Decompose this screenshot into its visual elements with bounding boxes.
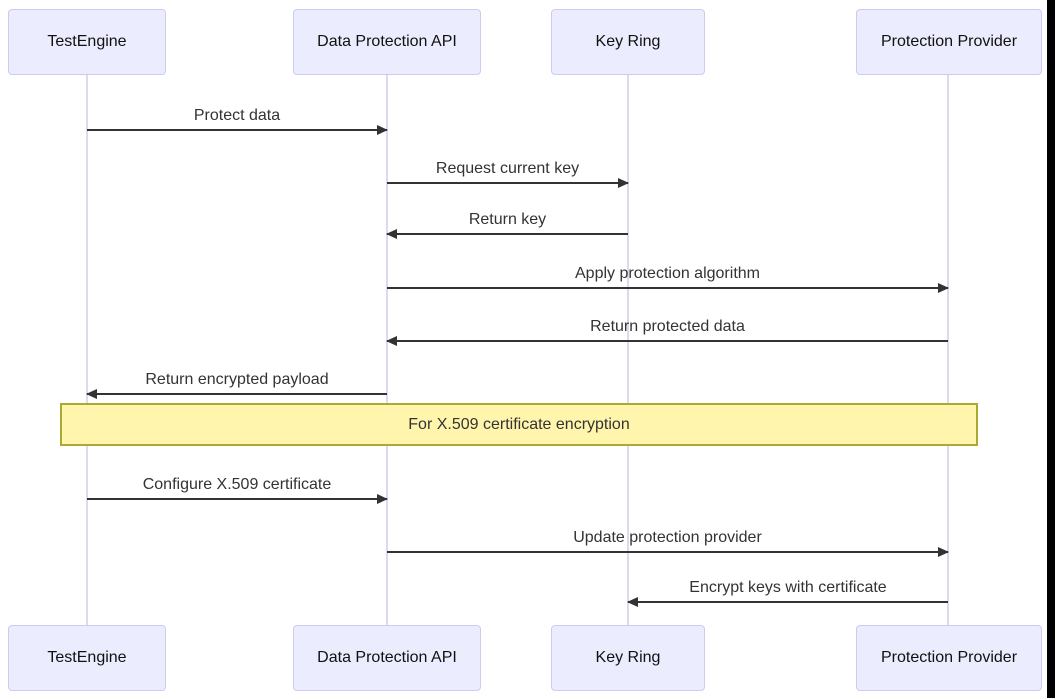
message-label: Configure X.509 certificate <box>142 476 332 493</box>
actor-top-key-ring: Key Ring <box>551 9 705 75</box>
arrowhead-left-icon <box>627 597 638 607</box>
message-update-protection-provider: Update protection provider <box>387 527 949 557</box>
message-label: Return protected data <box>590 318 745 335</box>
actor-bottom-testengine: TestEngine <box>8 625 166 691</box>
arrowhead-left-icon <box>386 229 397 239</box>
lifeline-protection-provider <box>947 75 949 625</box>
message-arrow-line <box>387 547 949 557</box>
message-protect-data: Protect data <box>87 105 388 135</box>
message-arrow-line <box>87 125 388 135</box>
message-label: Return encrypted payload <box>145 371 329 388</box>
message-arrow-line <box>386 336 948 346</box>
actor-top-protection-provider: Protection Provider <box>856 9 1042 75</box>
message-encrypt-keys-with-certificate: Encrypt keys with certificate <box>627 577 948 607</box>
arrowhead-right-icon <box>377 125 388 135</box>
message-label: Update protection provider <box>573 529 762 546</box>
arrowhead-right-icon <box>618 178 629 188</box>
message-arrow-line <box>387 283 949 293</box>
actor-bottom-protection-provider: Protection Provider <box>856 625 1042 691</box>
message-request-current-key: Request current key <box>387 158 629 188</box>
message-arrow-line <box>86 389 387 399</box>
message-label: Encrypt keys with certificate <box>689 579 887 596</box>
lifeline-testengine <box>86 75 88 625</box>
lifeline-data-protection-api <box>386 75 388 625</box>
message-configure-x509-certificate: Configure X.509 certificate <box>87 474 388 504</box>
message-arrow-line <box>87 494 388 504</box>
message-arrow-line <box>627 597 948 607</box>
arrowhead-left-icon <box>86 389 97 399</box>
arrowhead-right-icon <box>377 494 388 504</box>
actor-bottom-data-protection-api: Data Protection API <box>293 625 481 691</box>
window-right-edge <box>1047 0 1055 698</box>
note-x509-certificate-encryption: For X.509 certificate encryption <box>60 403 978 446</box>
actor-top-testengine: TestEngine <box>8 9 166 75</box>
arrowhead-right-icon <box>938 547 949 557</box>
lifeline-key-ring <box>627 75 629 625</box>
arrowhead-left-icon <box>386 336 397 346</box>
message-label: Request current key <box>435 160 580 177</box>
note-label: For X.509 certificate encryption <box>408 415 630 433</box>
message-apply-protection-algorithm: Apply protection algorithm <box>387 263 949 293</box>
actor-bottom-key-ring: Key Ring <box>551 625 705 691</box>
message-return-encrypted-payload: Return encrypted payload <box>86 369 387 399</box>
message-label: Apply protection algorithm <box>575 265 760 282</box>
message-return-key: Return key <box>386 209 628 239</box>
message-label: Protect data <box>193 107 281 124</box>
message-arrow-line <box>387 178 629 188</box>
message-return-protected-data: Return protected data <box>386 316 948 346</box>
arrowhead-right-icon <box>938 283 949 293</box>
message-arrow-line <box>386 229 628 239</box>
actor-top-data-protection-api: Data Protection API <box>293 9 481 75</box>
message-label: Return key <box>468 211 547 228</box>
